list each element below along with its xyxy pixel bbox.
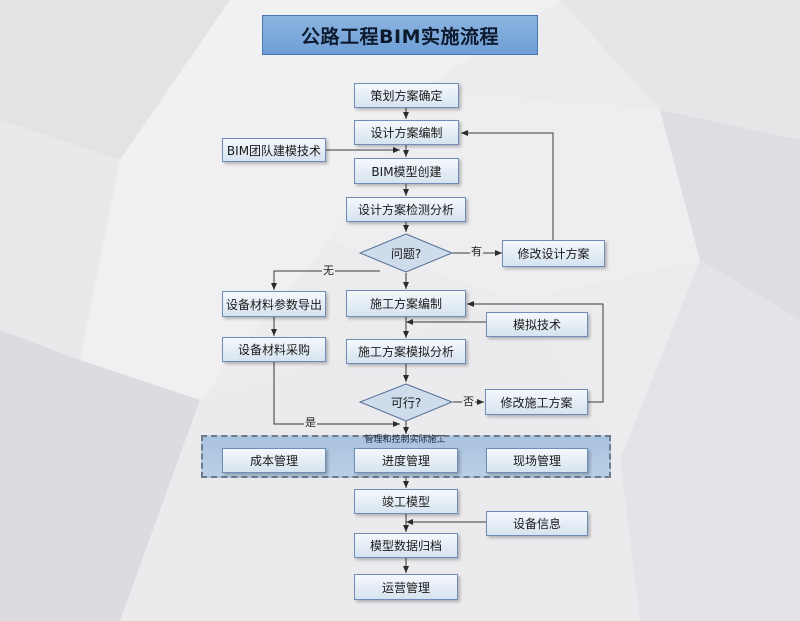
decision-feasible-shape <box>358 383 454 422</box>
node-bim-team[interactable]: BIM团队建模技术 <box>222 138 326 162</box>
node-design-compile[interactable]: 设计方案编制 <box>354 120 459 145</box>
edge-none-branch <box>271 270 380 290</box>
group-label: 管理和控制实际施工 <box>364 435 446 445</box>
page-title: 公路工程BIM实施流程 <box>262 15 538 55</box>
node-bim-model[interactable]: BIM模型创建 <box>354 158 459 184</box>
edge-purchase-to-group <box>273 362 400 427</box>
node-modify-construct[interactable]: 修改施工方案 <box>485 389 588 415</box>
node-data-archive[interactable]: 模型数据归档 <box>354 533 458 558</box>
decision-question-shape <box>358 233 454 273</box>
decision-feasible[interactable]: 可行? <box>390 395 422 410</box>
node-construct-compile[interactable]: 施工方案编制 <box>346 290 466 317</box>
node-equip-purchase[interactable]: 设备材料采购 <box>222 337 326 362</box>
edge-label-have: 有 <box>470 245 483 258</box>
decision-question[interactable]: 问题? <box>390 246 422 261</box>
node-construct-sim[interactable]: 施工方案模拟分析 <box>346 339 466 364</box>
edge-label-yes: 是 <box>304 416 317 429</box>
edge-label-no: 否 <box>462 395 475 408</box>
edge-label-none: 无 <box>322 264 335 277</box>
edge-modify-loop <box>461 130 554 240</box>
node-equip-export[interactable]: 设备材料参数导出 <box>222 291 326 317</box>
node-modify-design[interactable]: 修改设计方案 <box>502 240 605 267</box>
node-design-check[interactable]: 设计方案检测分析 <box>346 197 466 222</box>
node-operation-mgmt[interactable]: 运营管理 <box>354 574 458 600</box>
node-cost-mgmt[interactable]: 成本管理 <box>222 448 326 473</box>
node-site-mgmt[interactable]: 现场管理 <box>486 448 588 473</box>
node-plan-confirm[interactable]: 策划方案确定 <box>354 83 459 108</box>
edge-modify-construct-loop <box>467 301 604 403</box>
node-completion-model[interactable]: 竣工模型 <box>354 489 458 514</box>
node-progress-mgmt[interactable]: 进度管理 <box>354 448 458 473</box>
node-sim-tech[interactable]: 模拟技术 <box>486 312 588 337</box>
node-equip-info[interactable]: 设备信息 <box>486 511 588 536</box>
